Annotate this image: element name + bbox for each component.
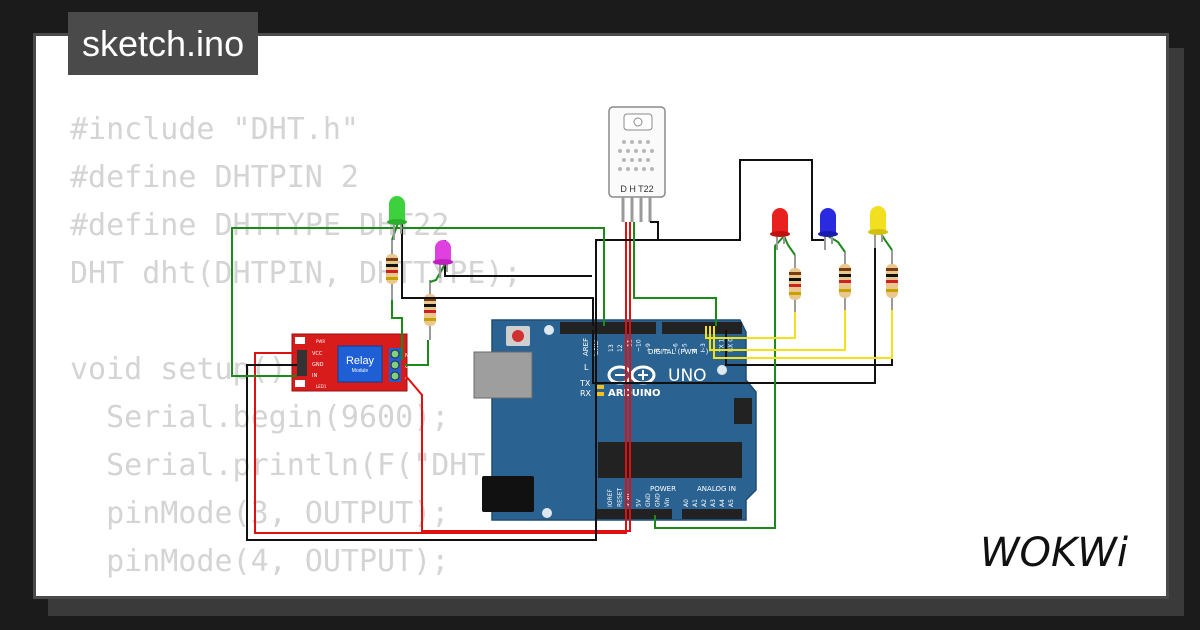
resistor-1 xyxy=(386,240,398,300)
power-pin-label: RESET xyxy=(617,487,624,507)
digital-pin-label: 13 xyxy=(608,344,615,352)
red-wires xyxy=(254,222,631,534)
dht22-sensor[interactable]: D H T22 xyxy=(608,106,666,222)
relay-pin-label: NO xyxy=(405,375,413,381)
digital-pin-label: 8 xyxy=(654,348,661,352)
power-pin-label: IOREF xyxy=(607,489,614,507)
power-pin-label: 5V xyxy=(636,498,643,507)
relay-input-pins xyxy=(297,350,307,376)
digital-pin-label: ~6 xyxy=(672,343,679,352)
atmega-chip xyxy=(598,442,742,478)
code-line: pinMode(3, OUTPUT); xyxy=(70,496,450,531)
analog-pin-label: A0 xyxy=(683,499,690,507)
power-label: POWER xyxy=(650,485,676,493)
model-label: UNO xyxy=(668,366,707,386)
analog-label: ANALOG IN xyxy=(697,485,736,493)
resistor-5 xyxy=(886,250,898,310)
rx-label: RX xyxy=(580,389,592,398)
digital-pin-label: ~5 xyxy=(682,343,689,352)
tx-label: TX xyxy=(579,379,591,388)
code-line: #include "DHT.h" xyxy=(70,112,359,147)
digital-pin-label: ~10 xyxy=(636,339,643,352)
power-pin-label: Vin xyxy=(664,497,671,507)
relay-pin-label: VCC xyxy=(312,351,323,357)
aref-label: AREF xyxy=(582,338,590,356)
digital-pin-label: ~3 xyxy=(700,343,707,352)
analog-pin-label: A1 xyxy=(692,499,699,507)
pwr-text: PWR xyxy=(316,339,325,344)
relay-pin-label: IN xyxy=(312,373,317,379)
resistor-2 xyxy=(424,280,436,340)
digital-pin-label: TX 1 xyxy=(718,338,725,353)
code-line: void setup() { xyxy=(70,352,323,387)
code-line: pinMode(5, OUTPUT); xyxy=(70,592,449,596)
wokwi-logo: WOKWi xyxy=(980,530,1128,576)
usb-port xyxy=(473,351,533,399)
status-led xyxy=(295,380,305,387)
digital-header xyxy=(560,322,742,334)
sensor-grille xyxy=(618,140,654,171)
pwr-led xyxy=(295,337,305,344)
relay-block xyxy=(337,345,383,383)
resistors xyxy=(386,240,898,340)
green-led xyxy=(387,196,407,240)
file-title: sketch.ino xyxy=(68,12,259,75)
l-label: L xyxy=(584,363,589,372)
analog-pin-label: A4 xyxy=(719,499,726,507)
code-preview: #include "DHT.h" #define DHTPIN 2 #defin… xyxy=(70,106,522,596)
relay-label: Relay xyxy=(346,355,375,367)
resistor-3 xyxy=(789,255,801,312)
led1-text: LED1 xyxy=(316,384,327,389)
relay-right-labels: NC COM NO xyxy=(405,353,417,381)
relay-left-labels: VCC GND IN xyxy=(312,351,324,379)
digital-pin-label: 12 xyxy=(617,344,624,352)
relay-pin-label: NC xyxy=(405,353,413,359)
relay-module[interactable]: Relay Module PWR LED1 VCC GND IN NC COM NO xyxy=(291,333,417,392)
code-line: #define DHTPIN 2 xyxy=(70,160,359,195)
digital-pin-label: RX 0 xyxy=(728,338,735,352)
reset-button[interactable] xyxy=(512,330,524,342)
red-led xyxy=(770,208,790,250)
code-line: #define DHTTYPE DHT22 xyxy=(70,208,450,243)
blue-led xyxy=(818,208,838,250)
magenta-led xyxy=(433,240,453,278)
relay-pin-label: COM xyxy=(405,364,417,370)
digital-label: DIGITAL (PWM ~) xyxy=(648,348,709,356)
brand-label: ARDUINO xyxy=(608,388,660,399)
digital-pin-label: 4 xyxy=(691,348,698,352)
sensor-label: D H T22 xyxy=(620,184,653,194)
analog-pin-label: A5 xyxy=(728,499,735,507)
analog-pin-label: A2 xyxy=(701,499,708,507)
digital-pin-label: ~9 xyxy=(645,343,652,352)
yellow-wires xyxy=(705,310,893,359)
wokwi-logo-text: WOKWi xyxy=(980,530,1128,576)
relay-screw-terminals xyxy=(389,348,401,382)
yellow-led xyxy=(868,206,888,248)
code-line: pinMode(4, OUTPUT); xyxy=(70,544,450,579)
leds xyxy=(387,196,888,278)
power-jack xyxy=(482,476,534,512)
power-header xyxy=(596,509,742,519)
power-pin-label: GND xyxy=(645,493,652,507)
power-pin-label: GND xyxy=(655,493,662,507)
resistor-4 xyxy=(839,252,851,310)
digital-pin-label: 7 xyxy=(663,348,670,352)
preview-card: #include "DHT.h" #define DHTPIN 2 #defin… xyxy=(33,33,1169,599)
relay-pin-label: GND xyxy=(312,362,324,368)
code-line: Serial.begin(9600); xyxy=(70,400,450,435)
analog-pin-label: A3 xyxy=(710,499,717,507)
relay-sublabel: Module xyxy=(352,368,369,374)
arduino-uno-board[interactable]: DIGITAL (PWM ~) AREF GND TX RX L UNO ARD… xyxy=(473,319,757,521)
